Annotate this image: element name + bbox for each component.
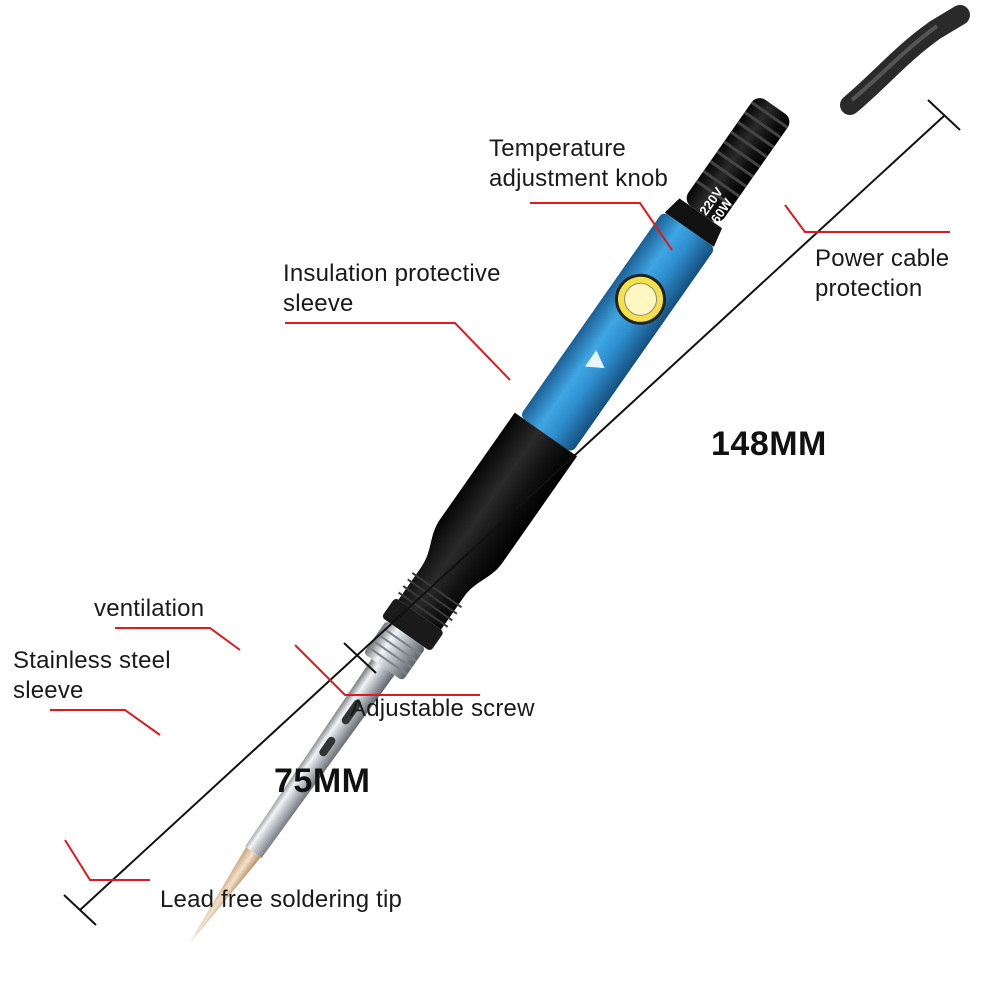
label-temperature-knob: Temperature adjustment knob (489, 135, 669, 192)
ventilation-slot (341, 699, 362, 725)
label-soldering-tip: Lead free soldering tip (160, 886, 403, 913)
label-stainless-steel-sleeve: Stainless steel sleeve (13, 647, 171, 704)
insulation-protective-sleeve (522, 213, 714, 451)
power-cable-protection (664, 98, 790, 247)
stainless-steel-sleeve (245, 659, 395, 858)
temperature-knob (615, 273, 667, 325)
label-insulation: Insulation protective sleeve (283, 260, 501, 317)
grip (398, 412, 578, 630)
lead-free-soldering-tip (190, 847, 261, 943)
leader-lines (50, 202, 950, 881)
dimension-total: 148MM (711, 425, 827, 463)
label-power-cable: Power cable protection (815, 245, 950, 302)
ventilation-ribs (397, 572, 463, 628)
label-adjustable-screw: Adjustable screw (350, 695, 535, 722)
label-ventilation: ventilation (94, 595, 205, 622)
power-cable (840, 5, 970, 115)
dimension-tip: 75MM (274, 762, 371, 800)
dimension-line (63, 99, 961, 926)
